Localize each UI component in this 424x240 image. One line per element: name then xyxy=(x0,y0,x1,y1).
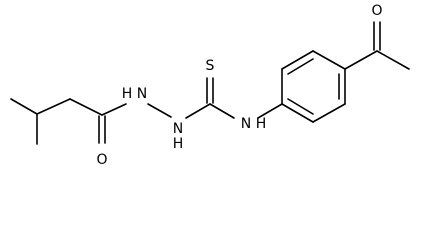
isobutyl-group xyxy=(10,98,103,145)
ring-bond-6 xyxy=(281,103,314,123)
atom-hydrazide-n2-h: H xyxy=(173,136,184,152)
bond-ring-acetyl xyxy=(344,50,378,70)
bond-ch-ch2 xyxy=(36,98,71,115)
atom-aryl-nh: N xyxy=(241,116,251,132)
ring-bond-5 xyxy=(312,103,346,123)
atom-aryl-nh-h: H xyxy=(256,116,267,132)
molecule-structure: O H N N H S N H O xyxy=(10,3,410,168)
ring-inner-double-1 xyxy=(287,58,314,75)
bond-thiocarbonyl-nh xyxy=(209,103,235,119)
ring-bond-3 xyxy=(312,50,346,70)
bond-acetyl-methyl xyxy=(376,50,410,70)
atom-hydrazide-h: H xyxy=(122,86,133,102)
bond-methyl-top xyxy=(10,98,38,115)
bond-nh-ring xyxy=(257,103,283,119)
benzene-ring xyxy=(281,50,346,123)
thiourea-group: S N H xyxy=(206,58,283,132)
atom-carbonyl-oxygen-left: O xyxy=(96,152,107,168)
atom-hydrazide-n2: N xyxy=(173,121,183,137)
bond-n2-thiocarbonyl xyxy=(185,103,211,119)
amide-carbonyl: O xyxy=(96,103,127,168)
hydrazide-linkage: H N N H xyxy=(122,86,211,152)
atom-carbonyl-oxygen-right: O xyxy=(371,3,382,19)
ring-bond-2 xyxy=(281,50,314,70)
bond-carbonyl-nh xyxy=(101,103,127,116)
bond-ch2-carbonyl xyxy=(69,98,103,116)
atom-thione-sulfur: S xyxy=(206,58,215,74)
bond-n-n xyxy=(147,103,172,118)
ring-inner-double-3 xyxy=(287,98,314,115)
acetyl-group: O xyxy=(344,3,410,70)
atom-hydrazide-n1: N xyxy=(137,86,147,102)
